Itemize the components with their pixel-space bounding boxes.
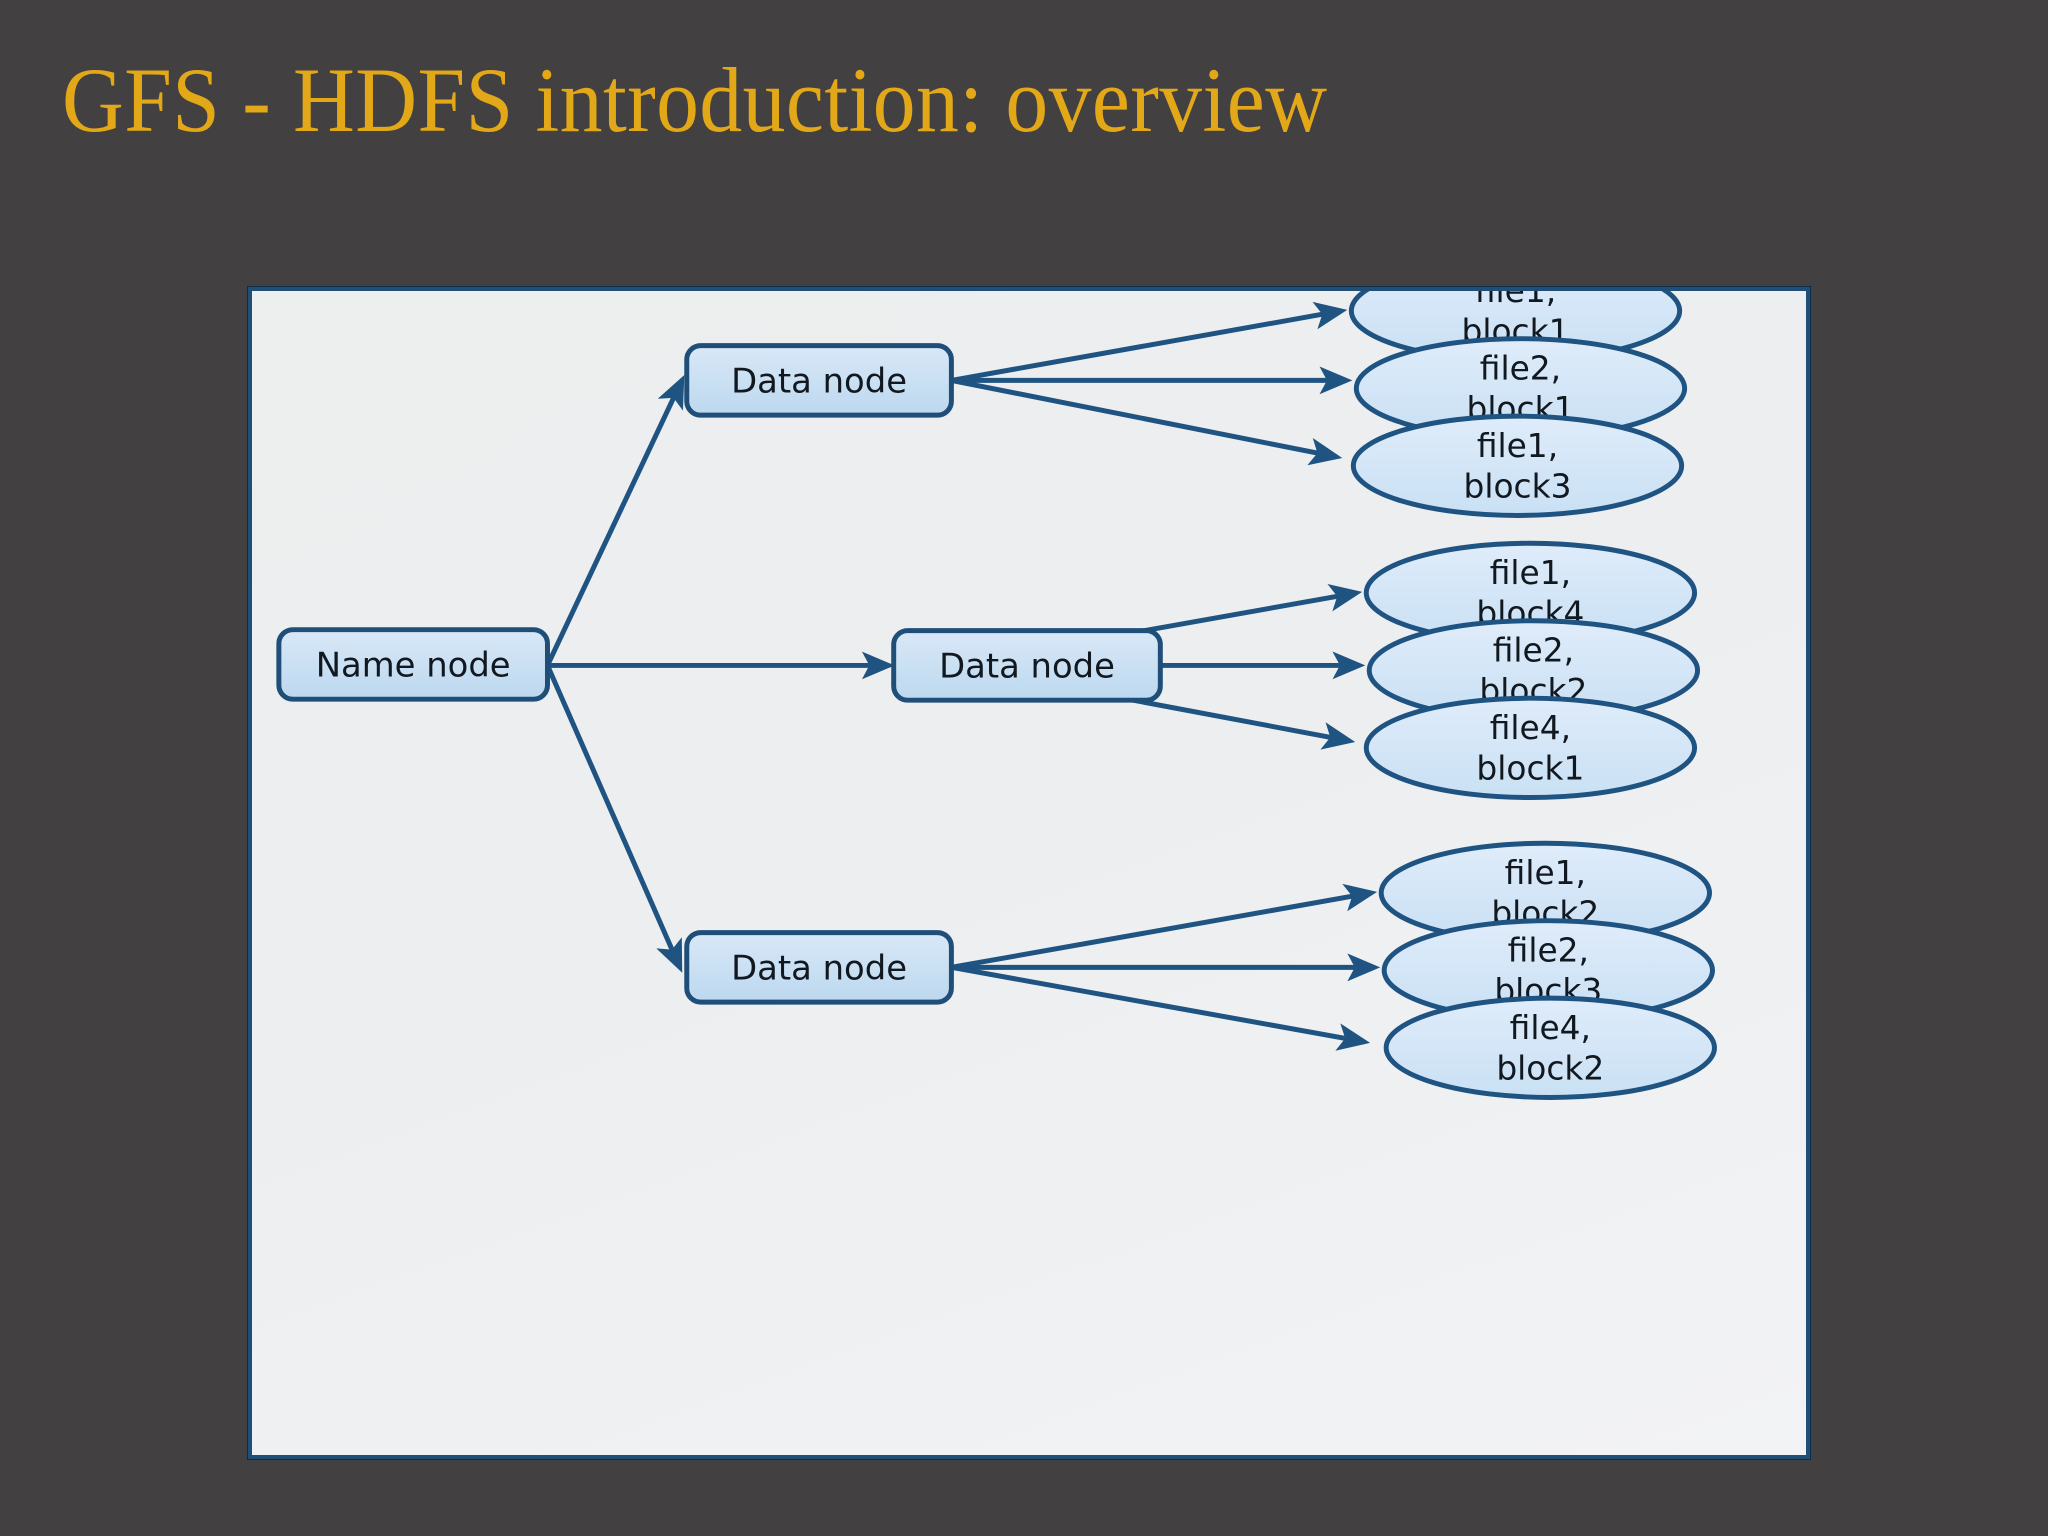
edge-datanode1-to-block-1 — [950, 301, 1348, 383]
block-ellipse[interactable]: file1, block3 — [1350, 413, 1685, 518]
name-node-label: Name node — [316, 645, 511, 684]
block-group-1: file1, block1 file2, block1 file1, block… — [1348, 291, 1688, 518]
edge-group-datanode-3 — [950, 883, 1381, 1051]
block-file-label: file4, — [1510, 1009, 1591, 1047]
block-file-label: file1, — [1505, 854, 1586, 892]
block-file-label: file1, — [1477, 427, 1558, 465]
edge-group-namenode — [545, 374, 895, 973]
block-group-3: file1, block2 file2, block3 file4, block… — [1378, 840, 1717, 1100]
block-ellipse[interactable]: file1, block2 — [1378, 840, 1712, 946]
block-ellipse[interactable]: file4, block2 — [1383, 995, 1717, 1100]
name-node-box[interactable]: Name node — [276, 627, 550, 702]
edge-datanode3-to-block-1 — [950, 883, 1378, 970]
block-group-2: file1, block4 file2, block2 file4, block… — [1363, 540, 1701, 801]
block-file-label: file1, — [1490, 554, 1571, 592]
data-node-box-2[interactable]: Data node — [891, 628, 1163, 703]
data-node-label: Data node — [731, 361, 907, 400]
edge-namenode-to-datanode-1 — [545, 374, 685, 667]
block-ellipse[interactable]: file1, block4 — [1363, 540, 1698, 646]
block-file-label: file1, — [1475, 291, 1556, 310]
page-title: GFS - HDFS introduction: overview — [62, 49, 1328, 151]
block-ellipse[interactable]: file4, block1 — [1363, 695, 1698, 801]
block-id-label: block2 — [1496, 1050, 1604, 1088]
edge-group-datanode-1 — [950, 301, 1353, 466]
block-file-label: file2, — [1508, 931, 1589, 969]
data-node-box-1[interactable]: Data node — [684, 343, 954, 418]
block-file-label: file2, — [1493, 631, 1574, 669]
data-node-label: Data node — [731, 948, 907, 987]
edge-namenode-to-datanode-3 — [545, 664, 683, 973]
block-file-label: file2, — [1480, 349, 1561, 387]
data-node-box-3[interactable]: Data node — [684, 930, 954, 1005]
block-id-label: block3 — [1463, 468, 1571, 506]
hdfs-architecture-diagram: file1, block1 file2, block1 file1, block… — [276, 291, 1717, 1100]
data-node-label: Data node — [939, 646, 1115, 685]
edge-datanode3-to-block-3 — [950, 964, 1371, 1051]
diagram-panel: file1, block1 file2, block1 file1, block… — [248, 287, 1810, 1459]
edge-datanode1-to-block-3 — [950, 377, 1343, 466]
block-id-label: block1 — [1476, 750, 1584, 788]
block-file-label: file4, — [1490, 709, 1571, 747]
